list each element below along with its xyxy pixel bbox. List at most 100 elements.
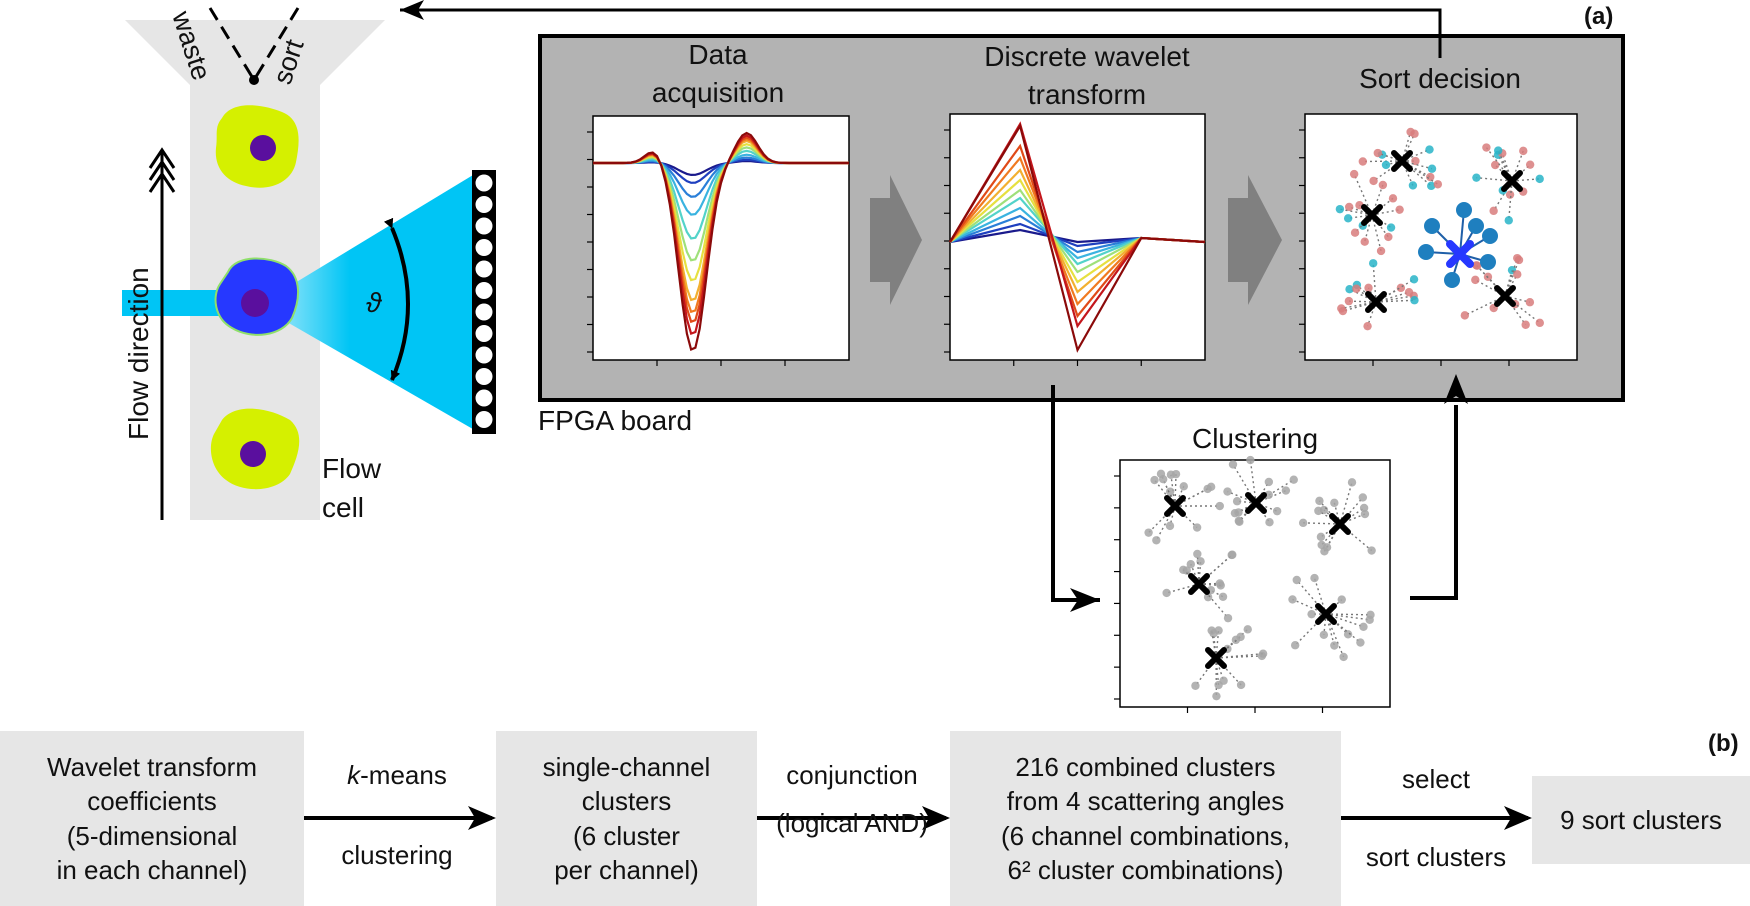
data-point <box>1482 143 1491 152</box>
data-point <box>1395 205 1404 214</box>
cluster-link <box>1504 295 1531 303</box>
coefficient-line <box>949 123 1206 353</box>
cluster-link <box>1485 147 1513 182</box>
nucleus <box>241 289 269 317</box>
data-point <box>1330 498 1339 508</box>
data-point <box>1427 164 1437 173</box>
panel-b-tag: (b) <box>1708 730 1739 757</box>
data-point <box>1504 216 1513 225</box>
data-point <box>1514 255 1524 265</box>
nucleus <box>250 135 276 161</box>
from-clustering-arrow <box>1410 405 1458 600</box>
data-point <box>1228 460 1238 469</box>
data-point <box>1505 190 1515 199</box>
sort-decision-plot <box>1299 113 1578 366</box>
data-point <box>1433 180 1443 189</box>
data-point <box>1409 275 1419 284</box>
data-point <box>1472 261 1482 270</box>
data-point <box>1337 595 1346 604</box>
angle-arc <box>383 217 410 381</box>
detector-element <box>475 389 493 407</box>
cluster-link <box>1362 160 1403 163</box>
data-point <box>1358 157 1368 166</box>
selected-point <box>1418 244 1434 260</box>
data-point <box>1494 146 1503 155</box>
data-point <box>1228 550 1237 559</box>
data-point <box>1367 546 1376 555</box>
data-point <box>1337 304 1346 313</box>
scatter-cone <box>280 172 478 432</box>
cluster-link <box>1372 263 1377 303</box>
data-point <box>1307 609 1316 619</box>
data-point <box>1316 532 1326 542</box>
waste-path <box>208 7 256 81</box>
cluster-link <box>1318 510 1341 525</box>
data-point <box>1212 691 1221 701</box>
data-point <box>1360 509 1370 519</box>
cluster-link <box>1339 482 1353 525</box>
data-point <box>1373 148 1383 158</box>
data-point <box>1410 296 1419 305</box>
selected-centroid-marker <box>1446 240 1474 268</box>
flow-cell-label-2: cell <box>322 492 364 523</box>
nucleus <box>240 441 266 467</box>
data-point <box>1381 160 1391 170</box>
data-point <box>1192 523 1202 532</box>
data-point <box>1290 641 1300 650</box>
data-point <box>1322 543 1332 552</box>
centroid-marker <box>1188 573 1210 595</box>
data-point <box>1165 487 1175 496</box>
data-point <box>1335 204 1345 214</box>
cluster-link <box>1198 583 1221 587</box>
data-point <box>1165 521 1175 531</box>
detector-element <box>475 217 493 235</box>
centroid-marker <box>1164 495 1186 517</box>
data-point <box>1315 496 1324 506</box>
centroid-marker <box>1501 170 1523 192</box>
data-point <box>1460 311 1470 320</box>
detector-element <box>475 411 493 428</box>
data-point <box>1186 559 1195 569</box>
cluster-link <box>1401 160 1439 185</box>
data-point <box>1215 501 1224 511</box>
data-point <box>1352 284 1361 293</box>
data-point <box>1281 486 1291 495</box>
data-point <box>1144 528 1153 537</box>
cluster-link <box>1196 553 1200 585</box>
data-point <box>1152 536 1161 545</box>
data-point <box>1236 632 1245 642</box>
from-clustering-arrowhead <box>1444 374 1468 404</box>
feedback-arrow <box>400 8 1442 58</box>
fpga-board-label: FPGA board <box>538 405 692 436</box>
centroid-marker <box>1329 513 1351 535</box>
cluster-link <box>1323 613 1327 635</box>
data-point <box>1236 680 1246 690</box>
box-line: single-channel <box>542 751 711 782</box>
data-point <box>1365 615 1374 624</box>
data-point <box>1343 630 1353 639</box>
box-line: (6 cluster <box>573 820 680 851</box>
data-point <box>1376 246 1386 256</box>
data-point <box>1363 321 1372 331</box>
data-point <box>1193 549 1202 559</box>
centroid-marker <box>1391 150 1413 172</box>
to-clustering-arrowhead <box>1070 588 1100 612</box>
data-point <box>1378 180 1388 190</box>
data-point <box>1272 506 1282 516</box>
data-point <box>1289 475 1298 484</box>
box-line: 216 combined clusters <box>1015 751 1276 782</box>
centroid-marker <box>1245 492 1267 514</box>
data-point <box>1258 649 1268 658</box>
data-point <box>1388 194 1398 203</box>
data-point <box>1171 469 1181 479</box>
box-line: from 4 scattering angles <box>1006 786 1285 817</box>
data-point <box>1343 214 1353 223</box>
centroid-marker <box>1205 647 1227 669</box>
acquisition-plot <box>587 115 850 366</box>
detector-element <box>475 196 493 213</box>
data-point <box>1519 146 1528 156</box>
data-point <box>1345 285 1354 294</box>
box-line: Wavelet transform <box>47 751 257 782</box>
data-point <box>1298 518 1308 528</box>
edge-arrowhead-1 <box>468 806 496 830</box>
